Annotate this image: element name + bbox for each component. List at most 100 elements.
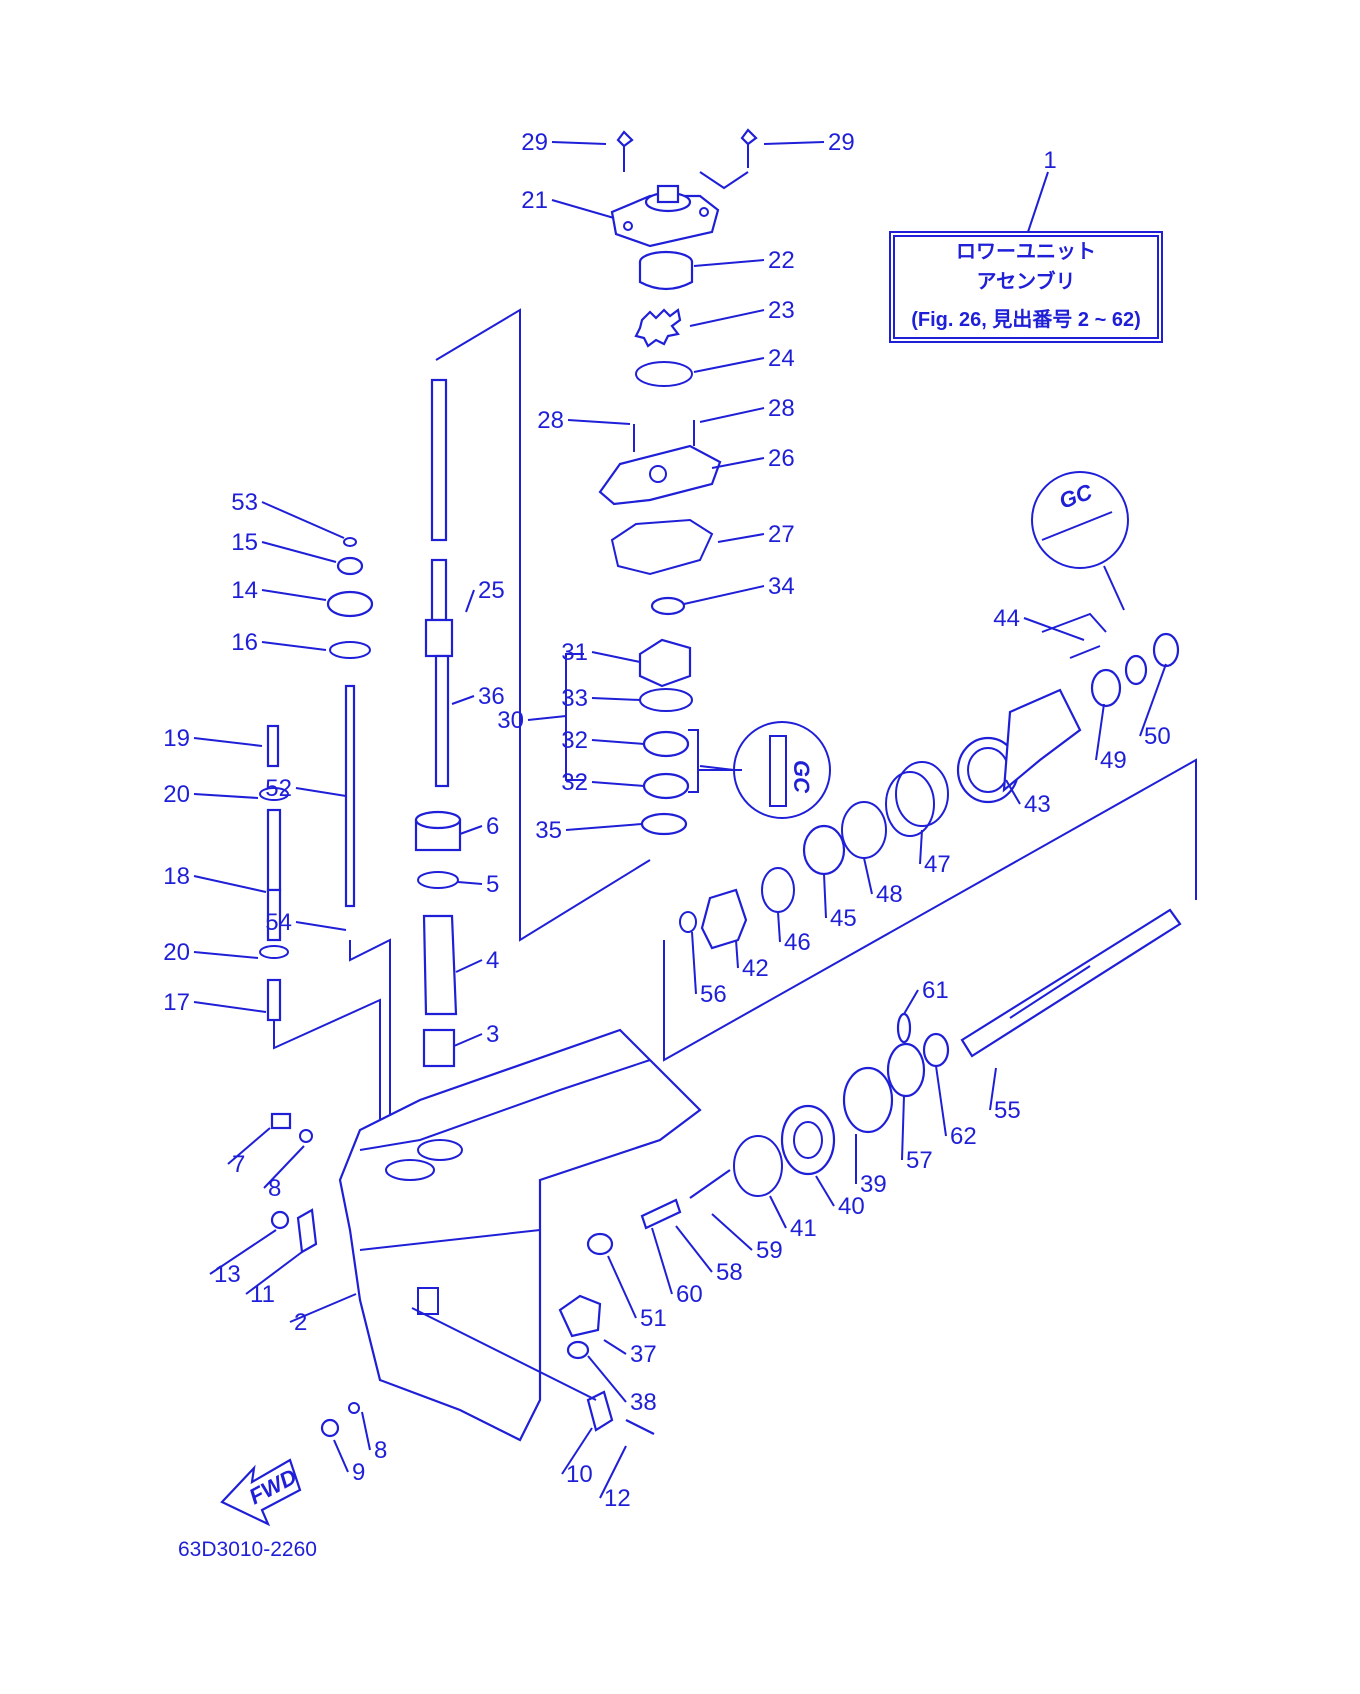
callout-leader-37 (603, 1339, 627, 1355)
bearing-sleeve-group (414, 810, 462, 1068)
callout-26: 26 (768, 445, 795, 472)
callout-leader-26 (711, 457, 765, 469)
callout-leader-2 (289, 1293, 357, 1323)
callout-3: 3 (486, 1021, 499, 1048)
callout-leader-48 (863, 857, 873, 895)
callout-leader-42 (735, 939, 739, 969)
callout-30: 30 (497, 707, 524, 734)
callout-leader-7 (227, 1127, 271, 1165)
callout-43: 43 (1024, 791, 1051, 818)
callout-45: 45 (830, 905, 857, 932)
grease-mark-mid: GC (789, 760, 814, 794)
callout-5: 5 (486, 871, 499, 898)
assembly-box-line2: アセンブリ (977, 269, 1076, 293)
grease-mark-top: GC (1056, 479, 1097, 514)
grease-magnifier-mid: GC (699, 721, 831, 819)
callout-31: 31 (561, 639, 588, 666)
assembly-box-line1: ロワーユニット (956, 241, 1096, 263)
callout-36: 36 (478, 683, 505, 710)
callout-28: 28 (768, 395, 795, 422)
callout-leader-30 (527, 715, 567, 721)
callout-2: 2 (294, 1309, 307, 1336)
callout-leader-13 (209, 1229, 277, 1275)
callout-leader-44 (1023, 617, 1085, 641)
callout-leader-36 (451, 695, 475, 705)
callout-51: 51 (640, 1305, 667, 1332)
callout-leader-62 (935, 1065, 947, 1137)
callout-leader-8 (263, 1145, 305, 1189)
pump-base-group (565, 638, 742, 836)
callout-35: 35 (535, 817, 562, 844)
gasket-27 (610, 518, 714, 576)
callout-37: 37 (630, 1341, 657, 1368)
drive-shaft-bracket (435, 308, 651, 942)
callout-leader-9 (333, 1439, 349, 1473)
callout-29: 29 (521, 129, 548, 156)
callout-21: 21 (521, 187, 548, 214)
callout-6: 6 (486, 813, 499, 840)
callout-leader-29 (551, 141, 607, 145)
callout-47: 47 (924, 851, 951, 878)
callout-18: 18 (163, 863, 190, 890)
callout-leader-32 (591, 781, 645, 787)
callout-41: 41 (790, 1215, 817, 1242)
callout-42: 42 (742, 955, 769, 982)
callout-8: 8 (268, 1175, 281, 1202)
callout-leader-38 (587, 1355, 627, 1403)
impeller (634, 308, 682, 348)
callout-leader-32 (591, 739, 645, 745)
callout-56: 56 (700, 981, 727, 1008)
water-pump-housing (610, 128, 758, 248)
callout-leader-61 (903, 989, 919, 1015)
callout-27: 27 (768, 521, 795, 548)
callout-leader-47 (919, 829, 923, 865)
callout-57: 57 (906, 1147, 933, 1174)
o-ring-24 (635, 361, 693, 387)
callout-20: 20 (163, 939, 190, 966)
callout-leader-40 (815, 1175, 835, 1207)
callout-54: 54 (265, 909, 292, 936)
callout-8: 8 (374, 1437, 387, 1464)
callout-50: 50 (1144, 723, 1171, 750)
callout-leader-22 (693, 259, 765, 267)
callout-10: 10 (566, 1461, 593, 1488)
callout-leader-52 (295, 787, 347, 797)
callout-16: 16 (231, 629, 258, 656)
callout-leader-10 (561, 1427, 593, 1475)
callout-leader-28 (699, 407, 765, 423)
drawing-code: 63D3010-2260 (178, 1538, 317, 1561)
callout-leader-20 (193, 951, 259, 959)
grease-magnifier-top: GC (1031, 471, 1129, 611)
callout-14: 14 (231, 577, 258, 604)
drive-shaft (424, 378, 454, 788)
callout-leader-27 (717, 533, 765, 543)
callout-leader-50 (1139, 663, 1167, 737)
callout-38: 38 (630, 1389, 657, 1416)
callout-33: 33 (561, 685, 588, 712)
callout-9: 9 (352, 1459, 365, 1486)
assembly-box-line3: (Fig. 26, 見出番号 2 ~ 62) (911, 308, 1141, 331)
callout-leader-56 (691, 931, 697, 995)
assembly-box: ロワーユニット アセンブリ (Fig. 26, 見出番号 2 ~ 62) (889, 171, 1163, 343)
callout-53: 53 (231, 489, 258, 516)
callout-leader-53 (261, 501, 345, 539)
small-fasteners (270, 1112, 655, 1438)
fwd-arrow: FWD (220, 1458, 302, 1527)
callout-17: 17 (163, 989, 190, 1016)
callout-leader-59 (711, 1213, 753, 1251)
callout-leader-8 (361, 1411, 371, 1451)
callout-25: 25 (478, 577, 505, 604)
callout-32: 32 (561, 769, 588, 796)
callout-60: 60 (676, 1281, 703, 1308)
callout-leader-5 (457, 881, 483, 885)
callout-leader-43 (1005, 779, 1021, 805)
callout-62: 62 (950, 1123, 977, 1150)
callout-12: 12 (604, 1485, 631, 1512)
callout-leader-46 (777, 911, 781, 943)
callout-19: 19 (163, 725, 190, 752)
outer-plate-cartridge (598, 420, 722, 506)
callout-leader-11 (245, 1251, 303, 1295)
callout-leader-31 (591, 651, 641, 663)
